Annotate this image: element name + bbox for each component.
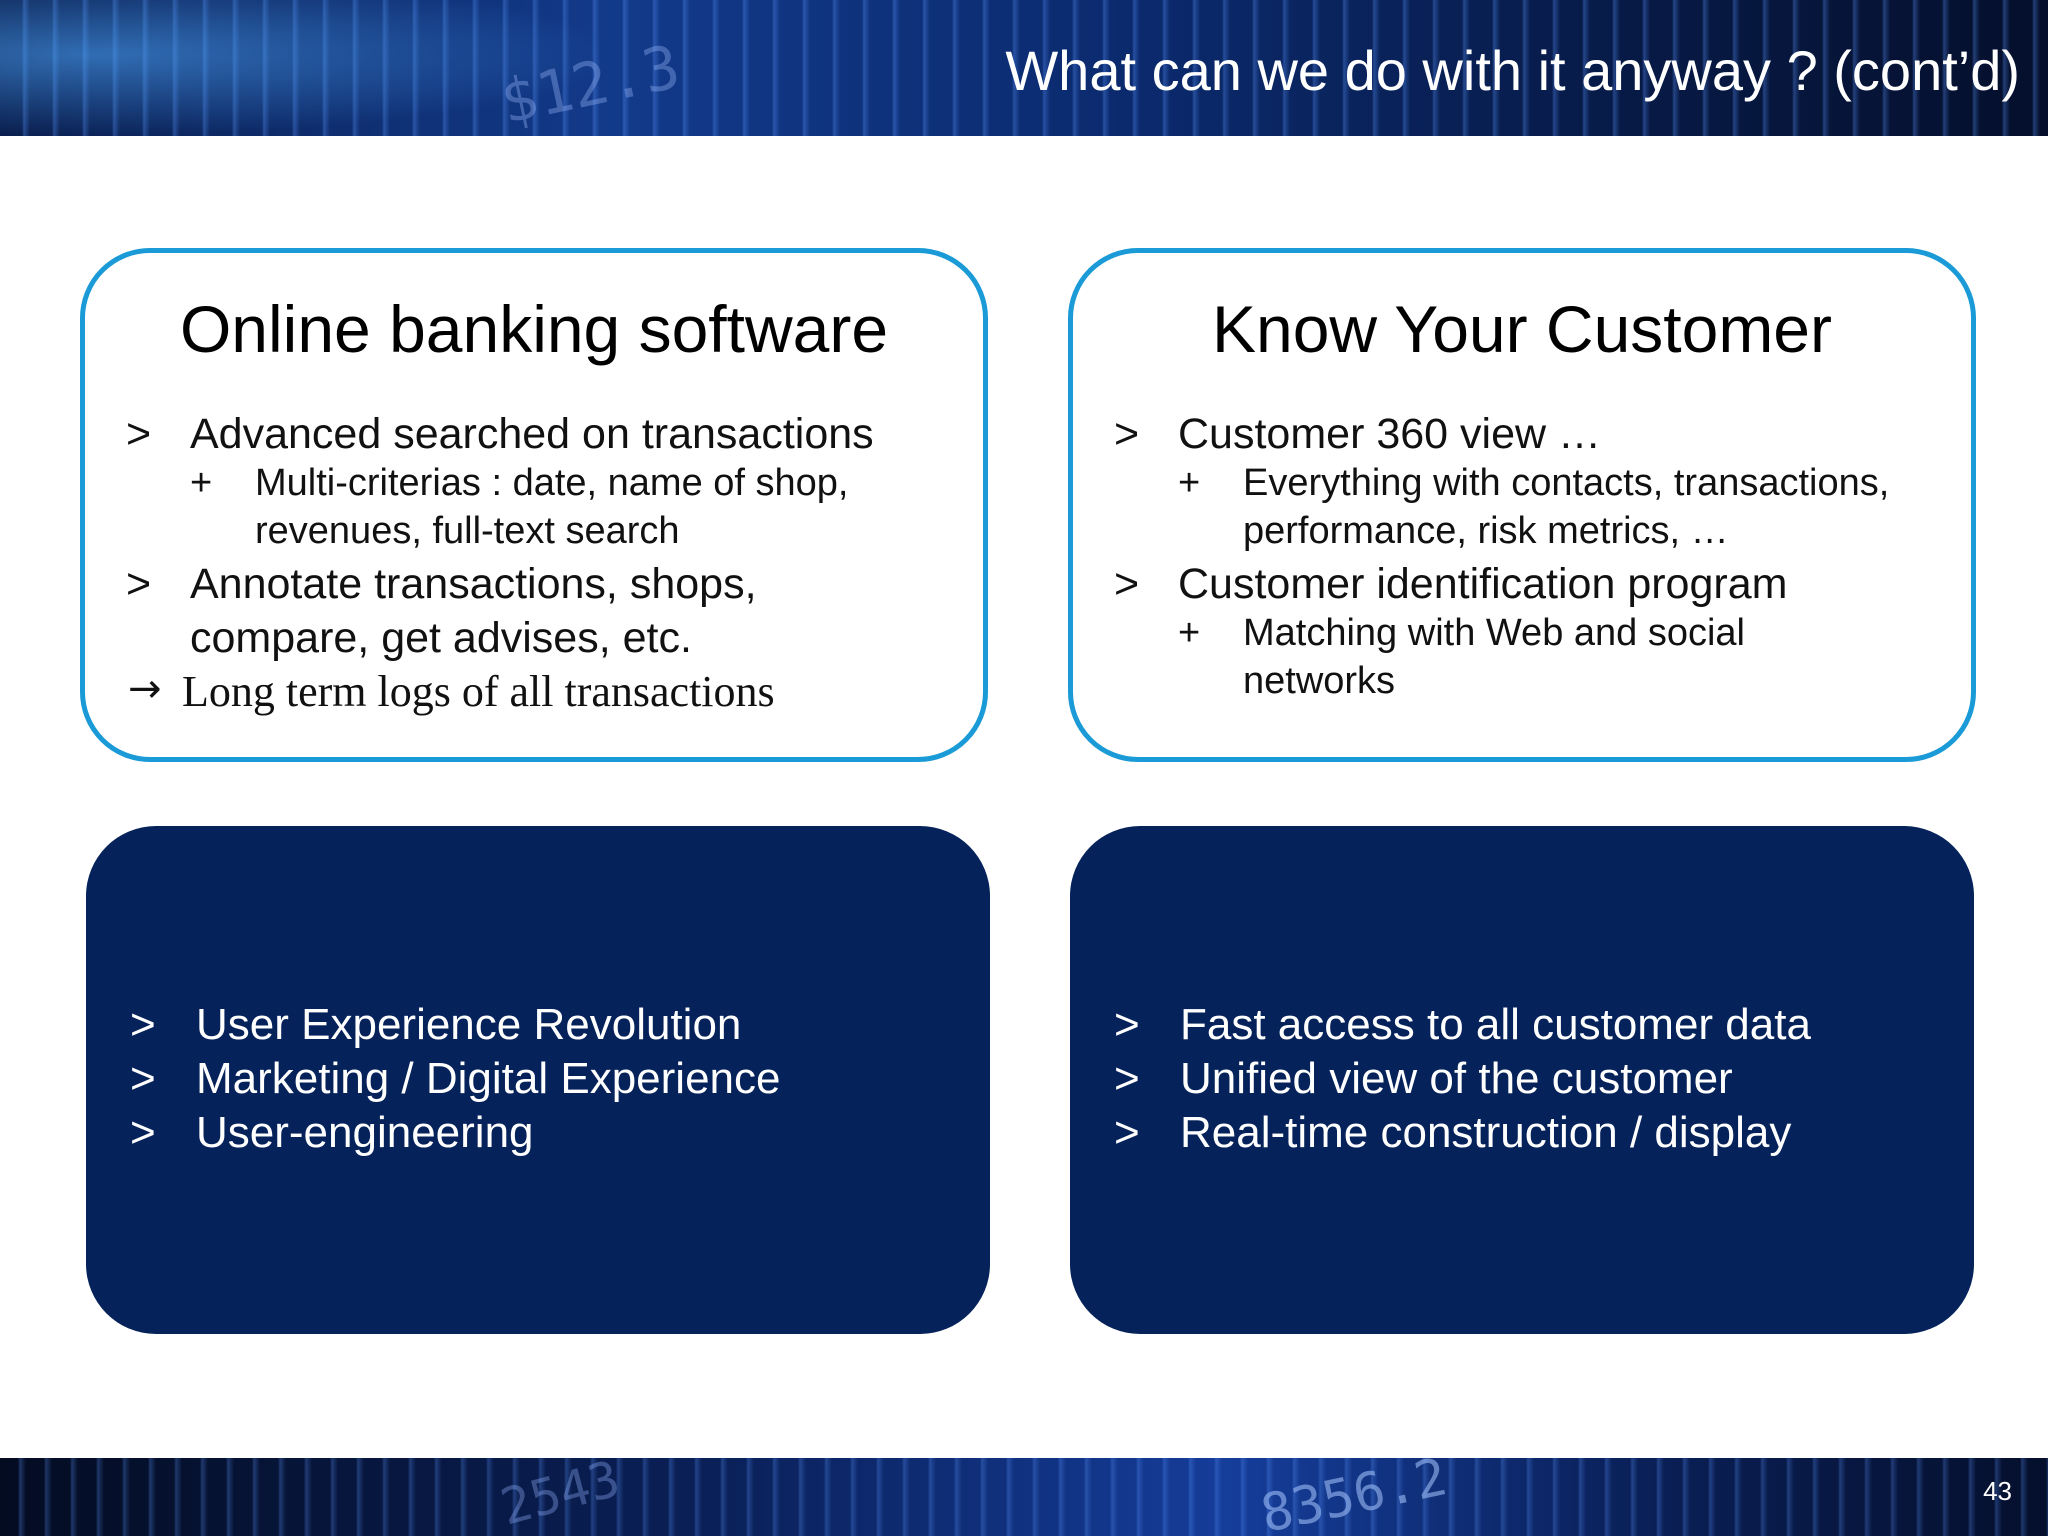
card-online-banking: Online banking software: [80, 248, 988, 762]
conclusion-text: Long term logs of all transactions: [182, 667, 775, 716]
dark-list-item: Unified view of the customer: [1180, 1054, 1733, 1103]
bullet-marker: >: [130, 1108, 156, 1157]
sub-bullet-item: networks: [1243, 660, 1396, 702]
card-title: Know Your Customer: [1211, 292, 1832, 366]
bullet-marker: >: [1114, 1108, 1140, 1157]
sub-bullet-marker: +: [190, 462, 213, 504]
footer-decorative-number: 2543: [494, 1458, 626, 1536]
dark-list-item: Marketing / Digital Experience: [196, 1054, 781, 1103]
dark-list-item: User-engineering: [196, 1108, 534, 1157]
bullet-marker: >: [1114, 1000, 1140, 1049]
sub-bullet-item: Multi-criterias : date, name of shop,: [255, 462, 849, 504]
bullet-marker: >: [130, 1000, 156, 1049]
sub-bullet-item: revenues, full-text search: [255, 510, 680, 552]
bullet-marker: >: [1114, 560, 1140, 608]
bullet-marker: >: [1114, 410, 1140, 458]
dark-card-right: [1070, 826, 1974, 1334]
bullet-item: Customer identification program: [1178, 560, 1788, 608]
page-number: 43: [1983, 1476, 2012, 1506]
card-know-your-customer: Know Your Customer: [1068, 248, 1976, 762]
bullet-item: Advanced searched on transactions: [190, 410, 874, 458]
sub-bullet-item: Matching with Web and social: [1243, 612, 1745, 654]
sub-bullet-item: performance, risk metrics, …: [1243, 510, 1729, 552]
bullet-marker: >: [130, 1054, 156, 1103]
dark-card-left: [86, 826, 990, 1334]
arrow-right-icon: →: [128, 666, 162, 712]
footer-decorative-number: 8356.2: [1255, 1458, 1453, 1536]
dark-list-item: User Experience Revolution: [196, 1000, 742, 1049]
bullet-item: Annotate transactions, shops,: [190, 560, 757, 608]
slide-footer-band: 2543 8356.2: [0, 1458, 2048, 1536]
sub-bullet-marker: +: [1178, 612, 1201, 654]
slide-title: What can we do with it anyway ? (cont’d): [1005, 39, 2020, 102]
dark-list-item: Real-time construction / display: [1180, 1108, 1792, 1157]
bullet-item: Customer 360 view …: [1178, 410, 1601, 458]
slide-header-band: $12.3: [0, 0, 2048, 136]
bullet-item: compare, get advises, etc.: [190, 614, 692, 662]
bullet-marker: >: [126, 560, 152, 608]
bullet-marker: >: [126, 410, 152, 458]
bullet-marker: >: [1114, 1054, 1140, 1103]
sub-bullet-item: Everything with contacts, transactions,: [1243, 462, 1890, 504]
card-title: Online banking software: [179, 292, 889, 366]
sub-bullet-marker: +: [1178, 462, 1201, 504]
header-glow: [0, 0, 620, 136]
dark-list-item: Fast access to all customer data: [1180, 1000, 1811, 1049]
